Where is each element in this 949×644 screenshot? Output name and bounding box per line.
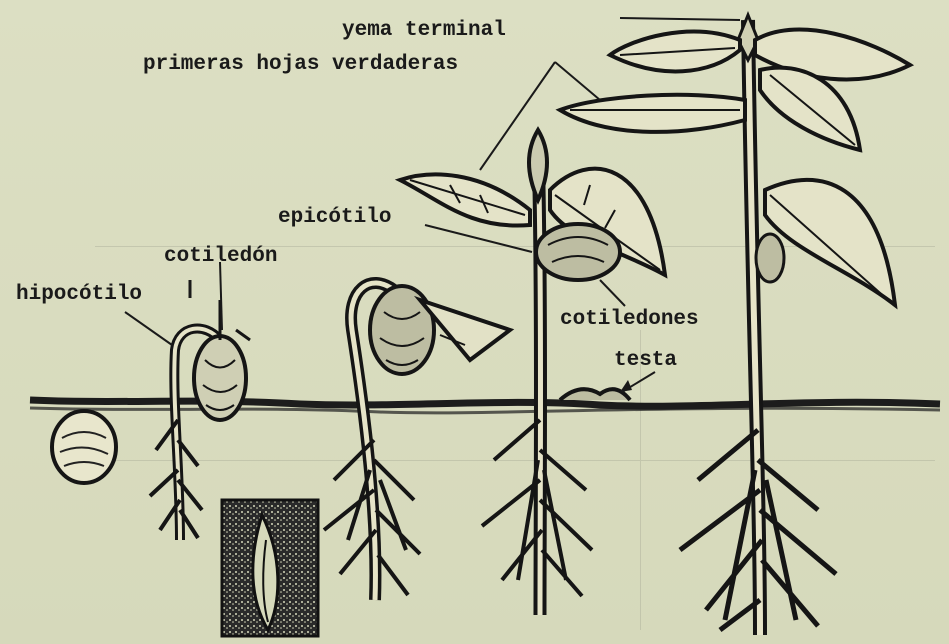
label-cotiledon: cotiledón [164,246,277,267]
label-epicotilo: epicótilo [278,207,391,228]
seed-cross-section-inset [222,500,318,636]
label-primeras-hojas: primeras hojas verdaderas [143,54,458,75]
label-cotiledones: cotiledones [560,309,699,330]
seed-stage-1 [52,411,116,483]
label-hipocotilo: hipocótilo [16,284,142,305]
label-testa: testa [614,350,677,371]
testa-arrow [620,380,632,392]
seedling-stage-3 [324,283,510,600]
seedling-stage-4 [400,130,665,615]
label-yema-terminal: yema terminal [342,20,506,41]
soil-line [30,400,940,406]
